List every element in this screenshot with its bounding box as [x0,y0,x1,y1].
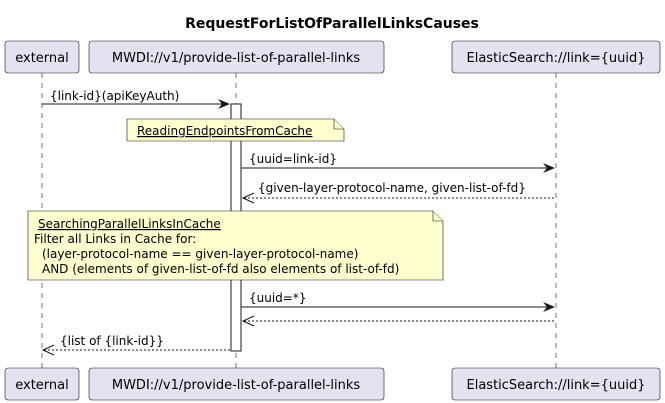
diagram-title: RequestForListOfParallelLinksCauses [185,16,479,32]
message-label-given-layer-protocol: {given-layer-protocol-name, given-list-o… [258,181,526,195]
note-searching-line-3: AND (elements of given-list-of-fd also e… [42,262,399,276]
participant-mwdi-bottom: MWDI://v1/provide-list-of-parallel-links [88,367,385,401]
arrowhead-uuid-all [543,302,555,312]
note-searching-line-2: (layer-protocol-name == given-layer-prot… [42,247,358,261]
note-reading-endpoints-title: ReadingEndpointsFromCache [137,124,312,138]
arrowhead-empty-return [241,315,255,327]
arrowhead-uuid-link-id [543,163,555,173]
participant-mwdi-label: MWDI://v1/provide-list-of-parallel-links [112,51,360,66]
participant-elastic-label-bottom: ElasticSearch://link={uuid} [467,378,646,393]
message-label-uuid-all: {uuid=*} [249,291,307,305]
arrowhead-given-layer-protocol [241,192,255,204]
participant-external-label: external [15,51,69,66]
note-searching-parallel-links: SearchingParallelLinksInCache Filter all… [27,210,444,281]
message-label-link-id: {link-id}(apiKeyAuth) [50,89,179,103]
note-reading-endpoints: ReadingEndpointsFromCache [126,118,345,142]
message-label-list-of-link-id: {list of {link-id}} [60,334,164,348]
note-searching-title: SearchingParallelLinksInCache [38,217,221,231]
arrowhead-link-id [218,99,230,109]
participant-external-bottom: external [4,367,80,401]
participant-elastic-label: ElasticSearch://link={uuid} [467,51,646,66]
arrowhead-list-of-link-id [41,344,55,356]
note-searching-line-1: Filter all Links in Cache for: [34,232,196,246]
participant-external-label-bottom: external [15,378,69,393]
message-label-uuid-link-id: {uuid=link-id} [249,152,337,166]
participant-elastic-top: ElasticSearch://link={uuid} [451,40,661,74]
participant-mwdi-top: MWDI://v1/provide-list-of-parallel-links [88,40,385,74]
participant-external-top: external [4,40,80,74]
participant-elastic-bottom: ElasticSearch://link={uuid} [451,367,661,401]
participant-mwdi-label-bottom: MWDI://v1/provide-list-of-parallel-links [112,378,360,393]
